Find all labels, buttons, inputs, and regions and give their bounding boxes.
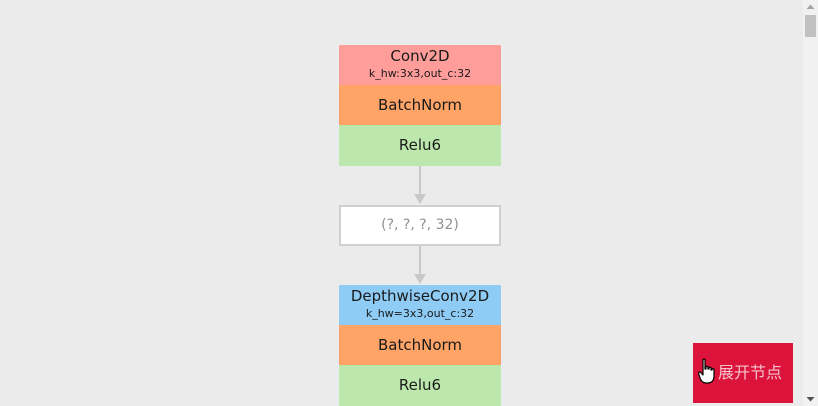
scrollbar-thumb[interactable] (805, 15, 816, 37)
relu6-title-2: Relu6 (398, 376, 442, 394)
batchnorm-title-1: BatchNorm (377, 96, 463, 114)
hand-pointer-icon (698, 358, 715, 384)
depthwise-conv2d-title: DepthwiseConv2D (350, 287, 490, 305)
batchnorm-node-2[interactable]: BatchNorm (339, 325, 501, 365)
scroll-up-arrow-icon[interactable] (803, 0, 818, 14)
scroll-down-arrow-icon[interactable] (803, 392, 818, 406)
tensor-shape-label: (?, ?, ?, 32) (381, 217, 459, 233)
relu6-node-2[interactable]: Relu6 (339, 365, 501, 406)
relu6-node-1[interactable]: Relu6 (339, 125, 501, 166)
conv2d-title: Conv2D (390, 47, 450, 65)
depthwise-conv2d-node[interactable]: DepthwiseConv2D k_hw=3x3,out_c:32 (339, 285, 501, 325)
vertical-scrollbar[interactable] (803, 0, 818, 406)
tensor-shape-node[interactable]: (?, ?, ?, 32) (339, 205, 501, 246)
conv2d-node[interactable]: Conv2D k_hw:3x3,out_c:32 (339, 45, 501, 85)
relu6-title-1: Relu6 (398, 136, 442, 154)
conv2d-params: k_hw:3x3,out_c:32 (368, 67, 472, 80)
batchnorm-title-2: BatchNorm (377, 336, 463, 354)
batchnorm-node-1[interactable]: BatchNorm (339, 85, 501, 125)
expand-nodes-label: 展开节点 (717, 363, 782, 382)
edge-arrowhead-2 (414, 274, 426, 284)
edge-arrowhead-1 (414, 194, 426, 204)
depthwise-conv2d-params: k_hw=3x3,out_c:32 (365, 307, 475, 320)
